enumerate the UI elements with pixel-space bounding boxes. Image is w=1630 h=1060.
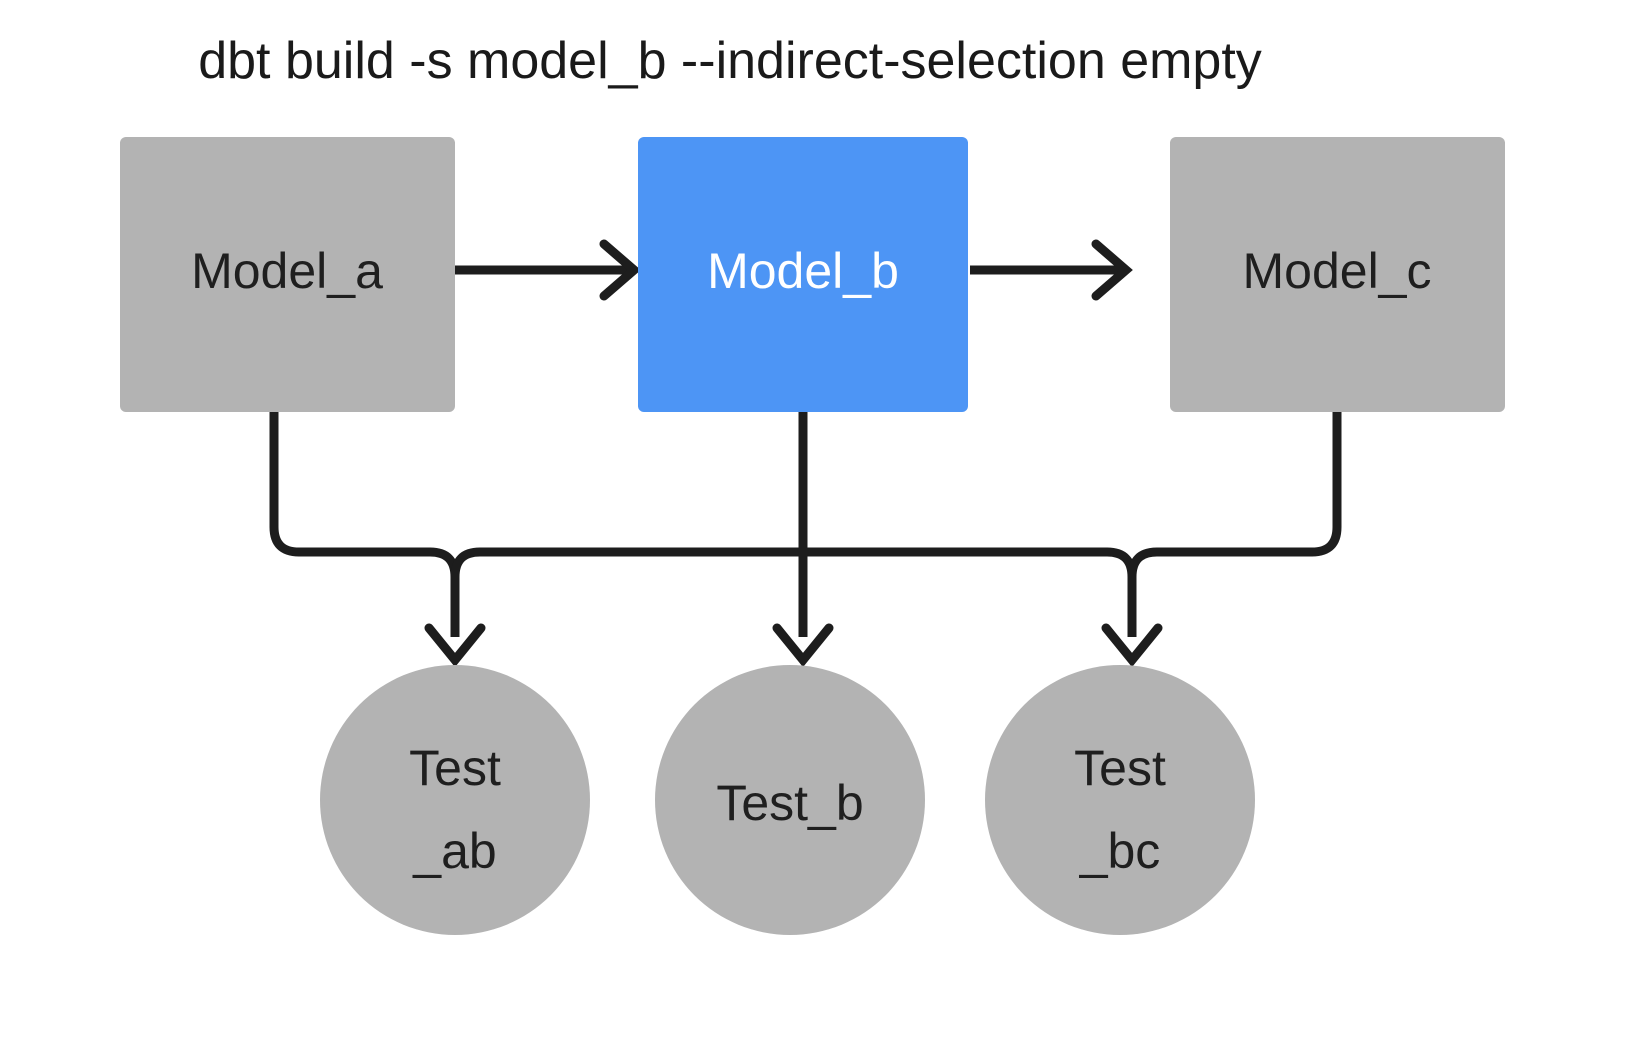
node-model-c-label: Model_c xyxy=(1243,243,1432,299)
node-test-ab-label-line1: Test xyxy=(409,740,501,796)
node-test-b-shape[interactable] xyxy=(655,665,925,935)
node-test-bc[interactable]: Test _bc xyxy=(985,665,1255,935)
edge-line xyxy=(803,547,1137,637)
edge-model-c-to-test-bc xyxy=(1127,412,1342,578)
arrow-head-icon xyxy=(599,239,641,301)
node-model-b[interactable]: Model_b xyxy=(638,137,968,412)
node-model-a-shape[interactable] xyxy=(120,137,455,412)
node-test-ab[interactable]: Test _ab xyxy=(320,665,590,935)
edge-line xyxy=(1127,412,1342,578)
page-title: dbt build -s model_b --indirect-selectio… xyxy=(198,32,1262,90)
edge-model-b-to-test-b xyxy=(772,412,834,668)
node-model-b-label: Model_b xyxy=(707,243,899,299)
edge-model-b-to-model-c xyxy=(970,239,1133,301)
arrow-head-icon xyxy=(424,623,486,668)
edge-model-a-to-model-b xyxy=(455,239,641,301)
node-test-ab-label-line2: _ab xyxy=(412,823,496,879)
edge-layer xyxy=(269,239,1342,668)
node-test-ab-shape[interactable] xyxy=(320,665,590,935)
edge-line xyxy=(269,412,460,637)
edge-line xyxy=(450,547,803,578)
arrow-head-icon xyxy=(1101,623,1163,668)
edge-model-a-to-test-ab xyxy=(269,412,486,668)
edge-model-b-to-test-bc xyxy=(803,547,1163,668)
node-test-b[interactable]: Test_b xyxy=(655,665,925,935)
node-model-b-shape[interactable] xyxy=(638,137,968,412)
node-model-a[interactable]: Model_a xyxy=(120,137,455,412)
node-test-b-label-line1: Test_b xyxy=(716,775,863,831)
node-model-c-shape[interactable] xyxy=(1170,137,1505,412)
node-layer: Model_a Model_b Model_c Test _ab Tes xyxy=(120,137,1505,935)
node-test-bc-label-line1: Test xyxy=(1074,740,1166,796)
edge-model-b-to-test-ab xyxy=(450,547,803,578)
node-model-a-label: Model_a xyxy=(191,243,383,299)
arrow-head-icon xyxy=(1091,239,1133,301)
arrow-head-icon xyxy=(772,623,834,668)
node-test-bc-shape[interactable] xyxy=(985,665,1255,935)
node-test-bc-label-line2: _bc xyxy=(1079,823,1161,879)
node-model-c[interactable]: Model_c xyxy=(1170,137,1505,412)
